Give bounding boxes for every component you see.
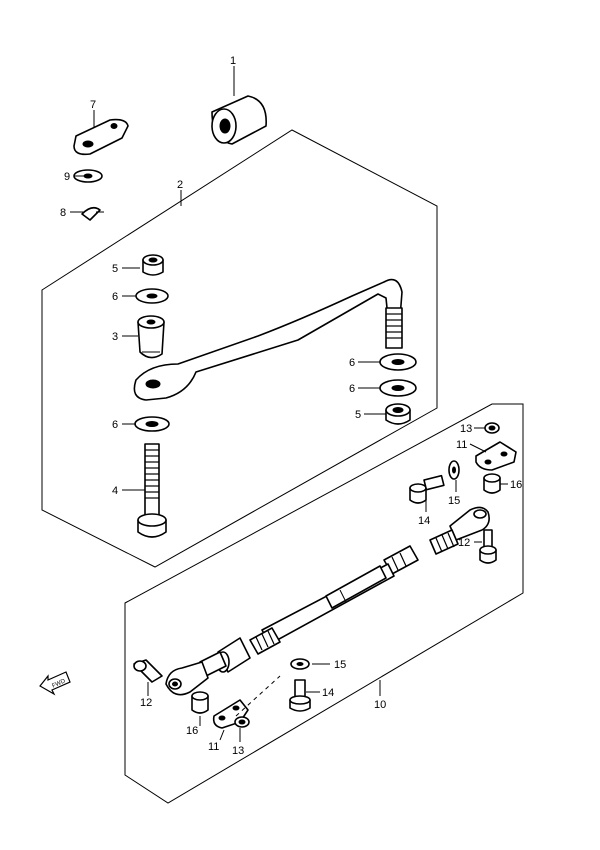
callout-6d: 6 — [112, 419, 118, 431]
callout-14b: 14 — [322, 687, 334, 699]
callout-11a: 11 — [456, 439, 467, 451]
callout-13b: 13 — [232, 745, 244, 757]
bolt-part-12a — [133, 659, 163, 683]
washer-part-6a — [135, 288, 169, 304]
callout-12b: 12 — [458, 537, 470, 549]
bracket-part-11a — [475, 441, 517, 471]
nut-part-5a — [142, 254, 164, 276]
washer-part-6d — [134, 416, 170, 432]
rod-part — [133, 278, 403, 401]
callout-15b: 15 — [334, 659, 346, 671]
nut-part-13a — [484, 422, 500, 434]
collar-part-16b — [191, 691, 209, 714]
assembly-outline-2 — [41, 129, 438, 568]
cable-assembly-part — [165, 506, 490, 696]
callout-6c: 6 — [349, 383, 355, 395]
washer-part-15b — [290, 658, 310, 670]
assembly-outline-10 — [124, 403, 524, 804]
washer-part-6c — [379, 379, 417, 397]
washer-part-6b — [379, 353, 417, 371]
callout-14a: 14 — [418, 515, 430, 527]
callout-3: 3 — [112, 331, 118, 343]
fwd-label: FWD — [51, 678, 67, 689]
washer-part-15a — [448, 460, 460, 480]
collar-part-16a — [483, 473, 501, 494]
callout-10: 10 — [374, 699, 386, 711]
callout-15a: 15 — [448, 495, 460, 507]
callout-11b: 11 — [208, 741, 219, 753]
callout-16a: 16 — [510, 479, 522, 491]
callout-4: 4 — [112, 485, 118, 497]
callout-7: 7 — [90, 99, 96, 111]
long-bolt-part — [137, 443, 167, 538]
leader-lines — [70, 66, 508, 742]
callout-2: 2 — [177, 179, 183, 191]
callout-8: 8 — [60, 207, 66, 219]
callout-6b: 6 — [349, 357, 355, 369]
nut-part-13b — [234, 716, 250, 728]
callout-5a: 5 — [112, 263, 118, 275]
forward-arrow-icon: FWD — [39, 671, 71, 696]
callout-1: 1 — [230, 55, 236, 67]
bolt-part-12b — [479, 529, 497, 564]
callout-12a: 12 — [140, 697, 152, 709]
callout-9: 9 — [64, 171, 70, 183]
callout-13a: 13 — [460, 423, 472, 435]
callout-16b: 16 — [186, 725, 198, 737]
nut-part-5b — [385, 403, 411, 425]
bolt-part-14b — [289, 679, 311, 712]
callout-6a: 6 — [112, 291, 118, 303]
bracket-part — [73, 118, 129, 156]
callout-labels: 1 2 3 4 5 5 6 6 6 6 7 8 9 10 11 11 12 12… — [60, 55, 522, 757]
grommet-part — [211, 95, 267, 145]
cotter-pin-part — [81, 206, 104, 221]
callout-5b: 5 — [355, 409, 361, 421]
collar-part — [137, 315, 165, 359]
bolt-part-14a — [409, 474, 445, 504]
